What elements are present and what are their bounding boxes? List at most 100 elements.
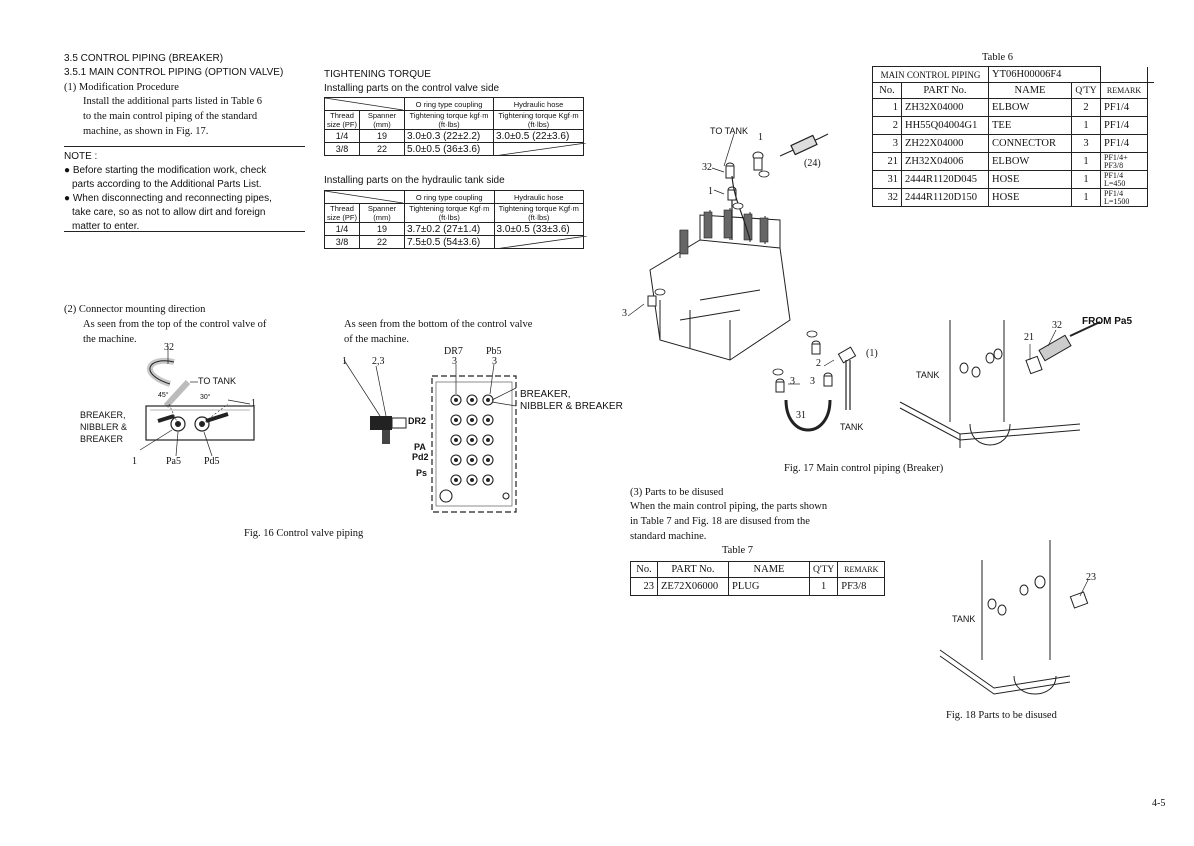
- step2-bottom-text: As seen from the bottom of the control v…: [344, 319, 533, 345]
- fig17-tank-detail: TANK 21 32 FROM Pa5: [890, 312, 1150, 462]
- label-tank: TANK: [840, 422, 864, 432]
- label-2-3: 2,3: [372, 356, 385, 367]
- label-1b: 1: [708, 186, 713, 197]
- control-valve-top-drawing: [139, 346, 255, 457]
- label-30deg: 30°: [200, 394, 211, 401]
- label-23: 23: [1086, 572, 1096, 583]
- col-hose: Hydraulic hose: [493, 97, 584, 111]
- label-dr7: DR7: [444, 346, 463, 357]
- label-pa5: Pa5: [166, 456, 181, 467]
- label-45deg: 45°: [158, 392, 169, 399]
- label-from-pa5: FROM Pa5: [1082, 316, 1133, 327]
- label-3b: 3: [790, 376, 795, 387]
- label-pd5: Pd5: [204, 456, 220, 467]
- table6-caption: Table 6: [982, 52, 1014, 63]
- table6: MAIN CONTROL PIPING YT06H00006F4 No. PAR…: [872, 66, 1154, 207]
- note-label: NOTE :: [64, 151, 98, 162]
- label-dr2: DR2: [408, 416, 427, 426]
- label-3c: 3: [810, 376, 815, 387]
- col-spanner: Spanner (mm): [359, 110, 405, 130]
- fig16-bottom-view: 1 2,3 DR7 Pb5 3 3 BREAKER, NIBBLER & BRE…: [340, 344, 630, 524]
- label-1: 1: [758, 132, 763, 143]
- fig16-caption: Fig. 16 Control valve piping: [244, 528, 364, 539]
- label-24: (24): [804, 158, 821, 169]
- label-1: 1: [342, 356, 347, 367]
- torque-tank-heading: Installing parts on the hydraulic tank s…: [324, 175, 505, 186]
- fig16-top-view: 32 TO TANK 1 45° 30° BREAKER, NIBBLER & …: [78, 342, 278, 474]
- torque-cv-table: O ring type coupling Hydraulic hose Thre…: [324, 97, 587, 156]
- control-valve-bottom-drawing: [343, 359, 517, 513]
- label-tank: TANK: [952, 614, 976, 624]
- label-3a: 3: [452, 356, 457, 367]
- bullet-icon: ●: [64, 193, 71, 204]
- table7-caption: Table 7: [722, 545, 754, 556]
- diagonal-cell: [493, 142, 587, 156]
- label-3b: 3: [492, 356, 497, 367]
- label-pb5: Pb5: [486, 346, 502, 357]
- label-1: 1: [251, 398, 256, 409]
- label-32b: 32: [1052, 320, 1062, 331]
- label-1c: (1): [866, 348, 878, 359]
- col-thread: Thread size (PF): [324, 110, 360, 130]
- label-breaker2: BREAKER: [80, 434, 124, 444]
- note-top-rule: [64, 146, 305, 147]
- label-nibbler: NIBBLER &: [80, 422, 128, 432]
- step2-title: (2) Connector mounting direction: [64, 304, 206, 315]
- col-torque2: Tightening torque Kgf·m (ft·lbs): [493, 110, 584, 130]
- torque-cv-heading: Installing parts on the control valve si…: [324, 83, 500, 94]
- col-oring: O ring type coupling: [403, 97, 495, 111]
- section-heading: 3.5 CONTROL PIPING (BREAKER): [64, 53, 224, 64]
- fig17-caption: Fig. 17 Main control piping (Breaker): [784, 463, 944, 474]
- subsection-heading: 3.5.1 MAIN CONTROL PIPING (OPTION VALVE): [64, 67, 284, 78]
- col-torque: Tightening torque kgf·m (ft·lbs): [403, 110, 495, 130]
- note-bottom-rule: [64, 231, 305, 232]
- step2-top-text: As seen from the top of the control valv…: [83, 319, 267, 345]
- step1-text: Install the additional parts listed in T…: [83, 96, 262, 137]
- table6-group-code: YT06H00006F4: [988, 66, 1101, 83]
- label-1b: 1: [132, 456, 137, 467]
- label-ps: Ps: [416, 468, 428, 478]
- step3-text: When the main control piping, the parts …: [630, 501, 828, 542]
- fig18-caption: Fig. 18 Parts to be disused: [946, 710, 1057, 721]
- diagonal-cell: [324, 190, 405, 204]
- label-2: 2: [816, 358, 821, 369]
- label-nibbler-breaker: NIBBLER & BREAKER: [520, 401, 623, 412]
- label-3: 3: [622, 308, 627, 319]
- torque-tank-table: O ring type coupling Hydraulic hose Thre…: [324, 190, 587, 249]
- fig18-drawing: 23 TANK: [930, 540, 1130, 700]
- label-pd2: Pd2: [412, 452, 429, 462]
- label-breaker: BREAKER,: [520, 389, 571, 400]
- torque-title: TIGHTENING TORQUE: [324, 69, 431, 80]
- page-number: 4-5: [1152, 798, 1166, 809]
- label-to-tank: TO TANK: [710, 126, 749, 136]
- label-to-tank: TO TANK: [198, 376, 237, 386]
- label-tank: TANK: [916, 370, 940, 380]
- label-pa: PA: [414, 442, 426, 452]
- table6-group-label: MAIN CONTROL PIPING: [872, 66, 989, 83]
- bullet-icon: ●: [64, 165, 71, 176]
- parts-disused-drawing: [939, 540, 1089, 695]
- tank-detail-drawing: [899, 320, 1101, 448]
- note-text: ● Before starting the modification work,…: [64, 165, 272, 232]
- label-breaker: BREAKER,: [80, 410, 126, 420]
- label-32: 32: [164, 342, 174, 353]
- diagonal-cell: [324, 97, 405, 111]
- step1-title: (1) Modification Procedure: [64, 82, 179, 93]
- step3-title: (3) Parts to be disused: [630, 487, 724, 498]
- control-valve-assembly-drawing: [627, 133, 857, 432]
- diagonal-line: [325, 98, 403, 110]
- label-32: 32: [702, 162, 712, 173]
- diagonal-cell: [493, 235, 587, 249]
